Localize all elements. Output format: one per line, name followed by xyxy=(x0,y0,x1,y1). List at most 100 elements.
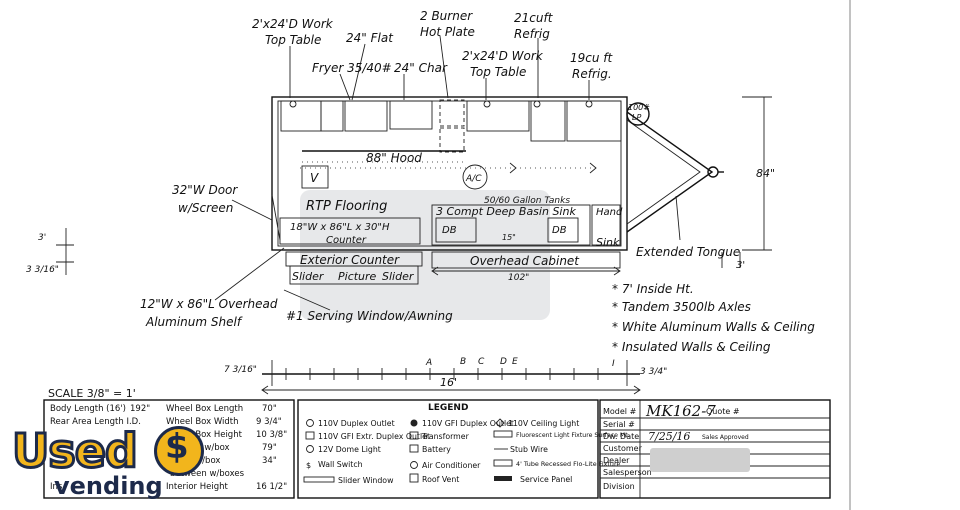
spec-row-7-label: Ins xyxy=(50,482,63,492)
piggy-bank-icon: $ xyxy=(154,426,204,476)
spec-row-7-value2: 16 1/2" xyxy=(256,482,287,492)
callout-lp-1: 100# xyxy=(628,103,650,112)
callout-sink: 3 Compt Deep Basin Sink xyxy=(436,205,576,218)
spec-row-7-label2: Interior Height xyxy=(166,482,228,492)
refrig-19-box xyxy=(566,100,622,142)
gfi-duplex-icon xyxy=(410,419,418,427)
note-3: * White Aluminum Walls & Ceiling xyxy=(612,320,815,334)
ceiling-light-icon xyxy=(495,418,505,428)
legend-col3-2: Fluorescent Light Fixture Surface Mt. xyxy=(516,432,630,439)
roof-vent-icon xyxy=(409,473,419,483)
lp-tank xyxy=(626,102,650,126)
transformer-icon xyxy=(409,431,419,440)
callout-tongue-1: Extended Tongue xyxy=(636,245,740,259)
legend-col1-3: 12V Dome Light xyxy=(318,445,381,454)
dim-bottom-right: 3 3/4" xyxy=(640,367,667,377)
callout-refrig19-1: 19cu ft xyxy=(570,51,614,65)
callout-work-table-right-1: 2'x24'D Work xyxy=(462,49,544,63)
work-table-left xyxy=(280,100,322,132)
spec-row-6-label2: between w/boxes xyxy=(170,469,245,479)
redacted-customer xyxy=(650,448,750,472)
tick-letter-i: I xyxy=(612,359,615,369)
spec-row-2-value2: 9 3/4" xyxy=(256,417,282,427)
callout-leaders xyxy=(56,35,772,311)
callout-slider-1: Slider xyxy=(292,270,325,283)
callout-refrig21-1: 21cuft xyxy=(514,11,554,25)
work-table-right xyxy=(466,100,530,132)
callout-lp-2: LP xyxy=(632,113,641,122)
dw-date-value: 7/25/16 xyxy=(648,430,690,443)
callout-serving-window: #1 Serving Window/Awning xyxy=(286,309,453,323)
callout-overhead-cabinet: Overhead Cabinet xyxy=(470,254,580,268)
scale-label: SCALE 3/8" = 1' xyxy=(48,387,136,400)
legend-col3-1: 110V Ceiling Light xyxy=(508,419,579,428)
salesperson-label: Salesperson xyxy=(603,468,652,477)
dealer-label: Dealer xyxy=(603,456,630,465)
callout-fryer: Fryer 35/40# xyxy=(312,61,392,75)
hot-plate-box xyxy=(439,99,465,127)
callout-work-table-left-2: Top Table xyxy=(265,33,321,47)
spec-row-1-value: 192" xyxy=(130,404,150,414)
tick-letter-c: C xyxy=(478,357,485,367)
fluorescent-light-icon xyxy=(493,430,513,438)
spec-row-3-label2: Wheel Box Height xyxy=(166,430,243,440)
legend-col2-5: Roof Vent xyxy=(422,475,459,484)
callout-flat: 24" Flat xyxy=(346,31,394,45)
legend-box: LEGEND $ 110V Duplex Outlet 110V GFI Ext… xyxy=(297,399,630,499)
customer-label: Customer xyxy=(603,444,643,453)
callout-left-3: 3' xyxy=(38,233,46,243)
dw-date-label: Dw. Date xyxy=(603,432,639,441)
callout-burner-2: Hot Plate xyxy=(420,25,475,39)
note-4: * Insulated Walls & Ceiling xyxy=(612,340,771,354)
legend-col3-3: Stub Wire xyxy=(510,445,548,454)
callout-counter-2: Counter xyxy=(326,235,367,246)
dome-light-icon xyxy=(306,445,314,453)
dim-16: 16' xyxy=(440,376,457,389)
callout-rtp: RTP Flooring xyxy=(306,199,387,214)
callout-left-3-16: 3 3/16" xyxy=(26,265,59,275)
spec-row-5-value2: 34" xyxy=(262,456,277,466)
tick-letter-a: A xyxy=(425,358,432,368)
callout-tanks: 50/60 Gallon Tanks xyxy=(484,196,570,206)
callout-slider-3: Slider xyxy=(382,270,415,283)
counter-box xyxy=(279,217,421,245)
sink-3-compartment xyxy=(431,204,591,246)
legend-col2-2: Transformer xyxy=(421,432,470,441)
tick-letter-d: D xyxy=(500,357,507,367)
serial-label: Serial # xyxy=(603,420,635,429)
legend-col1-2: 110V GFI Extr. Duplex Outlet xyxy=(318,432,430,441)
callout-v: V xyxy=(310,171,319,185)
used-vending-logo: Used $ vending xyxy=(4,420,204,506)
dim-bottom-left: 7 3/16" xyxy=(224,365,257,375)
refrig-21-box xyxy=(530,100,566,142)
callout-15: 15" xyxy=(502,233,516,242)
sales-approved-label: Sales Approved xyxy=(702,434,749,441)
model-label: Model # xyxy=(603,407,637,416)
spec-row-2-label2: Wheel Box Width xyxy=(166,417,239,427)
callout-102: 102" xyxy=(508,273,529,283)
legend-col2-4: Air Conditioner xyxy=(422,461,481,470)
spec-row-1-label: Body Length (16') xyxy=(50,404,126,414)
ac-unit xyxy=(462,164,488,190)
callout-tongue-2: 3' xyxy=(736,260,745,271)
callout-ext-counter: Exterior Counter xyxy=(300,253,400,267)
callout-refrig19-2: Refrig. xyxy=(572,67,612,81)
watermark xyxy=(300,190,550,320)
callout-burner-1: 2 Burner xyxy=(420,9,473,23)
callout-slider-2: Picture xyxy=(338,270,377,283)
battery-icon xyxy=(409,444,419,453)
spec-row-1-value2: 70" xyxy=(262,404,277,414)
length-dimension xyxy=(261,360,641,395)
division-label: Division xyxy=(603,482,635,491)
spec-row-2-label: Rear Area Length I.D. xyxy=(50,417,141,427)
callout-refrig21-2: Refrig xyxy=(514,27,550,41)
spec-row-3-value2: 10 3/8" xyxy=(256,430,287,440)
callout-work-table-right-2: Top Table xyxy=(470,65,526,79)
callout-db-right: DB xyxy=(552,225,567,236)
slider-window-icon xyxy=(303,476,335,483)
quote-label: Quote # xyxy=(706,407,740,416)
callout-texts: 2'x24'D Work Top Table 24" Flat 2 Burner… xyxy=(26,9,815,389)
tube-fixture-icon xyxy=(493,459,513,467)
slider-window xyxy=(289,265,419,285)
